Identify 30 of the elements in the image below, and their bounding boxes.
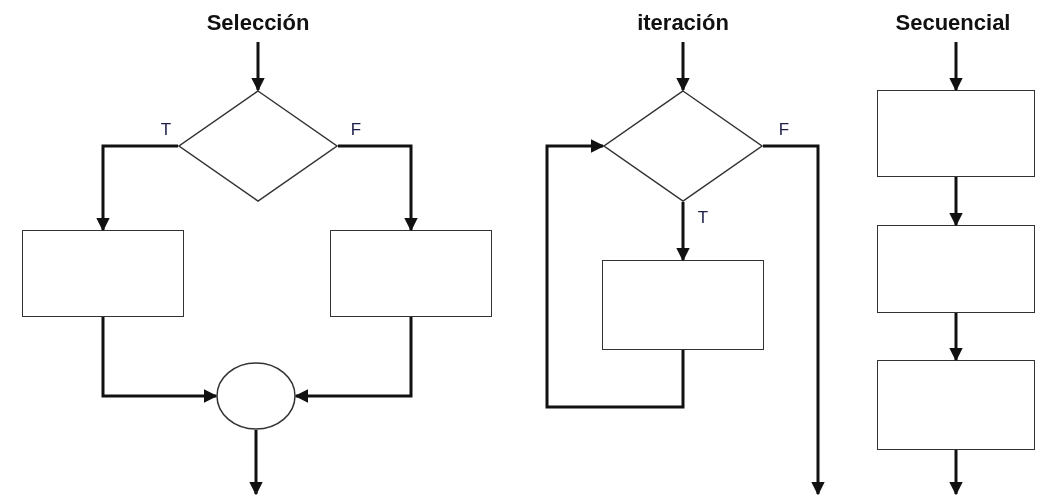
connector-circle <box>216 362 296 430</box>
process-box <box>877 360 1035 450</box>
edge-label: T <box>696 209 710 226</box>
arrow <box>676 42 690 92</box>
process-box <box>330 230 492 317</box>
edge-label: F <box>349 121 363 138</box>
arrow <box>249 430 263 496</box>
arrow <box>251 42 265 92</box>
edge-label: F <box>777 121 791 138</box>
arrow <box>949 313 963 362</box>
decision-diamond <box>178 90 338 202</box>
arrow <box>338 144 418 232</box>
arrow <box>763 144 825 496</box>
arrow <box>949 450 963 496</box>
section-title: Selección <box>206 12 310 34</box>
arrow <box>545 139 685 409</box>
process-box <box>877 225 1035 313</box>
arrow <box>949 42 963 92</box>
process-box <box>22 230 184 317</box>
arrow <box>676 202 690 262</box>
arrow <box>949 177 963 227</box>
process-box <box>602 260 764 350</box>
arrow <box>294 317 413 403</box>
section-title: iteración <box>637 12 729 34</box>
arrow <box>96 144 178 232</box>
process-box <box>877 90 1035 177</box>
decision-diamond <box>603 90 763 202</box>
section-title: Secuencial <box>895 12 1011 34</box>
arrow <box>101 317 218 403</box>
edge-label: T <box>159 121 173 138</box>
